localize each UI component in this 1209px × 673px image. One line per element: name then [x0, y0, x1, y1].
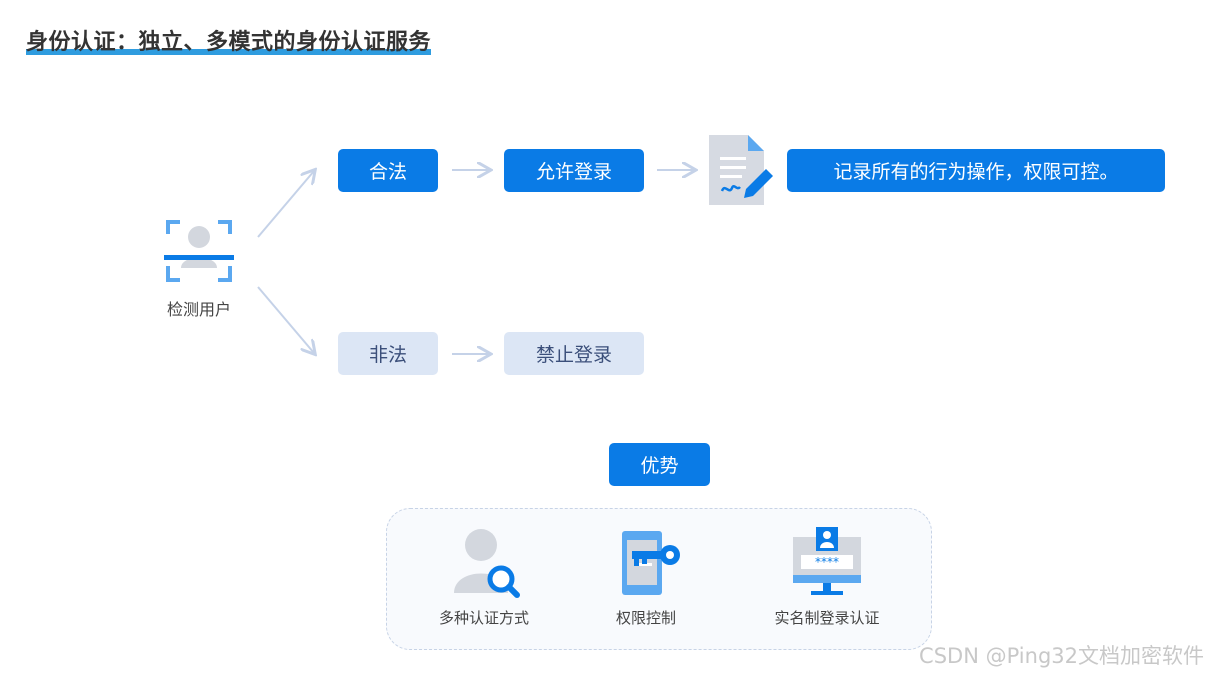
user-scan-icon [164, 220, 234, 282]
result-box: 记录所有的行为操作，权限可控。 [787, 149, 1165, 192]
advantage-label-realname: 实名制登录认证 [774, 609, 880, 627]
advantages-panel: 多种认证方式 权限控制 **** 实名制登录认证 [386, 508, 932, 650]
svg-text:****: **** [815, 555, 839, 569]
detect-user-label: 检测用户 [166, 300, 231, 319]
page-title: 身份认证：独立、多模式的身份认证服务 [26, 24, 432, 56]
user-search-icon [454, 529, 520, 598]
allow-login-box: 允许登录 [504, 149, 644, 192]
page-title-text: 身份认证：独立、多模式的身份认证服务 [26, 30, 432, 55]
monitor-login-icon: **** [793, 527, 861, 595]
legal-status-box: 合法 [338, 149, 438, 192]
phone-key-icon [622, 531, 680, 595]
deny-login-box: 禁止登录 [504, 332, 644, 375]
signed-document-icon [709, 135, 773, 205]
advantage-label-auth-methods: 多种认证方式 [438, 609, 529, 627]
advantages-heading: 优势 [609, 443, 710, 486]
detect-user: 检测用户 [160, 218, 238, 320]
advantage-item-permission: 权限控制 [561, 525, 731, 628]
advantage-label-permission: 权限控制 [615, 609, 676, 627]
advantage-item-auth-methods: 多种认证方式 [399, 525, 569, 628]
arrow-detect-to-legal [257, 171, 314, 238]
illegal-status-box: 非法 [338, 332, 438, 375]
title-underline [26, 49, 432, 55]
watermark-text: CSDN @Ping32文档加密软件 [919, 644, 1204, 668]
arrow-detect-to-illegal [257, 286, 314, 353]
advantage-item-realname: **** 实名制登录认证 [742, 525, 912, 628]
